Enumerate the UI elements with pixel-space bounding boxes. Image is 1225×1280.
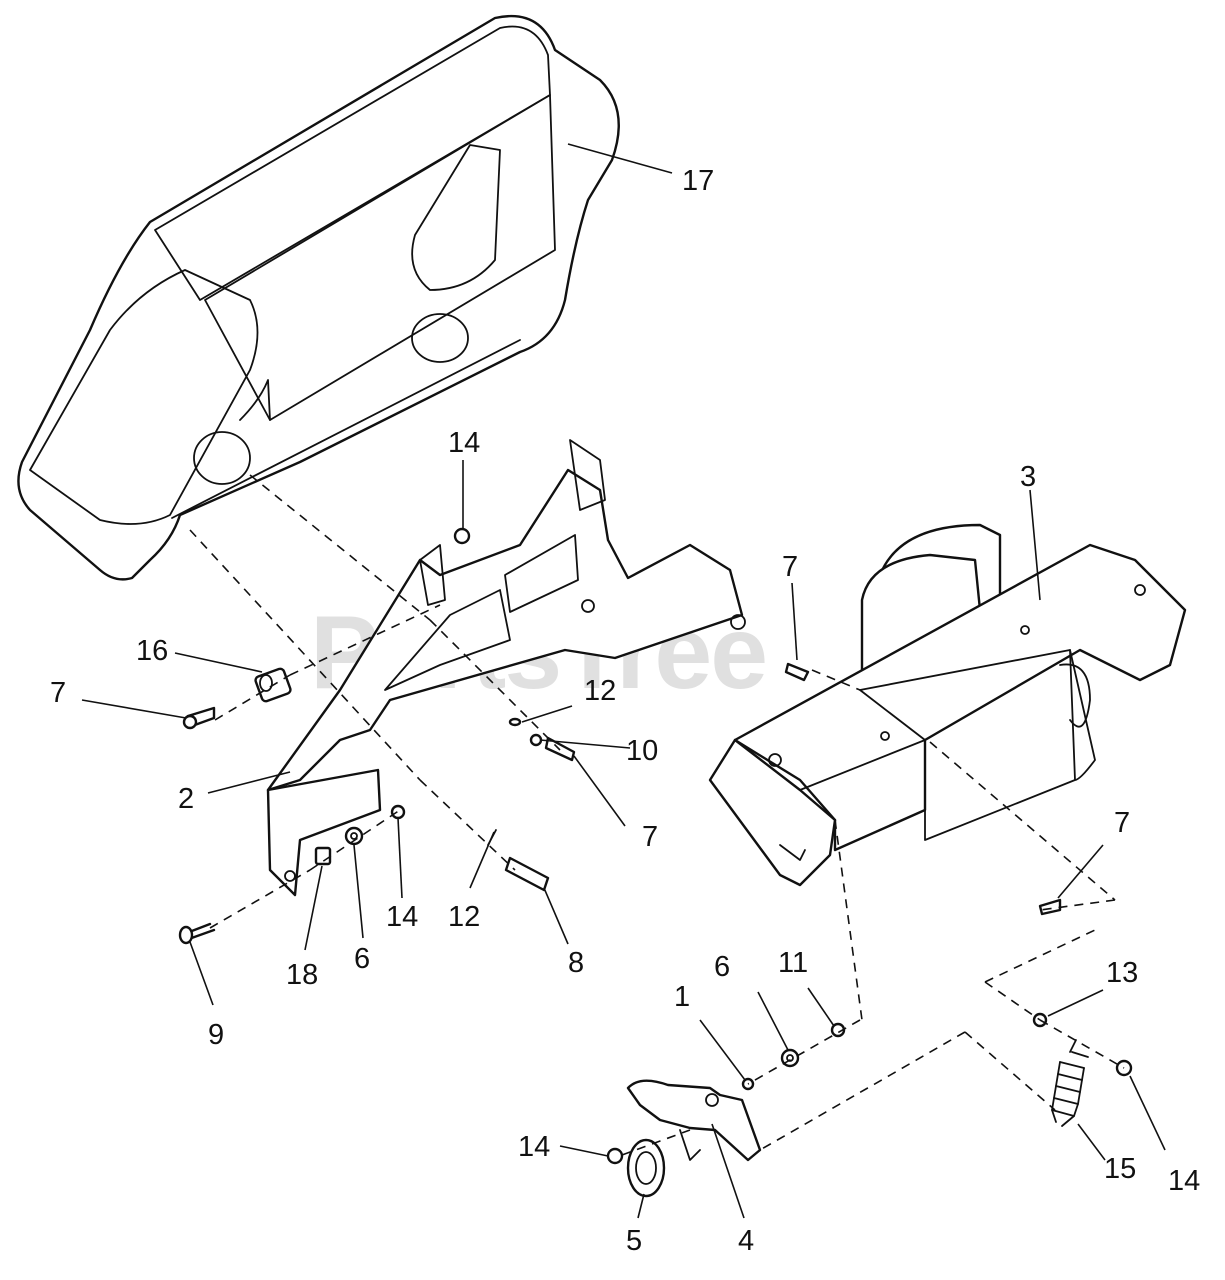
hardware: [178, 527, 1133, 1165]
callout-6: 6: [714, 951, 730, 983]
callout-1: 1: [674, 981, 690, 1013]
callout-14: 14: [448, 427, 480, 459]
dash-panel-part-17: [17, 14, 620, 581]
callout-6: 6: [354, 943, 370, 975]
callout-14: 14: [386, 901, 418, 933]
callout-9: 9: [208, 1019, 224, 1051]
assembly-lines: [189, 474, 1125, 1156]
callout-7: 7: [1114, 807, 1130, 839]
callout-14: 14: [518, 1131, 550, 1163]
callout-7: 7: [782, 551, 798, 583]
lever-assembly: [626, 1079, 762, 1198]
callout-2: 2: [178, 783, 194, 815]
callout-4: 4: [738, 1225, 754, 1257]
callout-14: 14: [1168, 1165, 1200, 1197]
callout-18: 18: [286, 959, 318, 991]
callout-10: 10: [626, 735, 658, 767]
callout-5: 5: [626, 1225, 642, 1257]
bracket-part-2: [266, 439, 746, 897]
callout-17: 17: [682, 165, 714, 197]
bracket-part-3: [708, 523, 1187, 887]
callout-12: 12: [584, 675, 616, 707]
callout-16: 16: [136, 635, 168, 667]
callout-7: 7: [642, 821, 658, 853]
callout-labels: 17 14 3 16 7 7 12 10 2 7 7 14 12 8 6 18 …: [50, 165, 1200, 1257]
callout-15: 15: [1104, 1153, 1136, 1185]
leader-lines: [81, 143, 1166, 1219]
callout-8: 8: [568, 947, 584, 979]
callout-13: 13: [1106, 957, 1138, 989]
spring-part-15: [1051, 1039, 1089, 1127]
callout-7: 7: [50, 677, 66, 709]
callout-11: 11: [778, 947, 808, 979]
callout-3: 3: [1020, 461, 1036, 493]
callout-12: 12: [448, 901, 480, 933]
